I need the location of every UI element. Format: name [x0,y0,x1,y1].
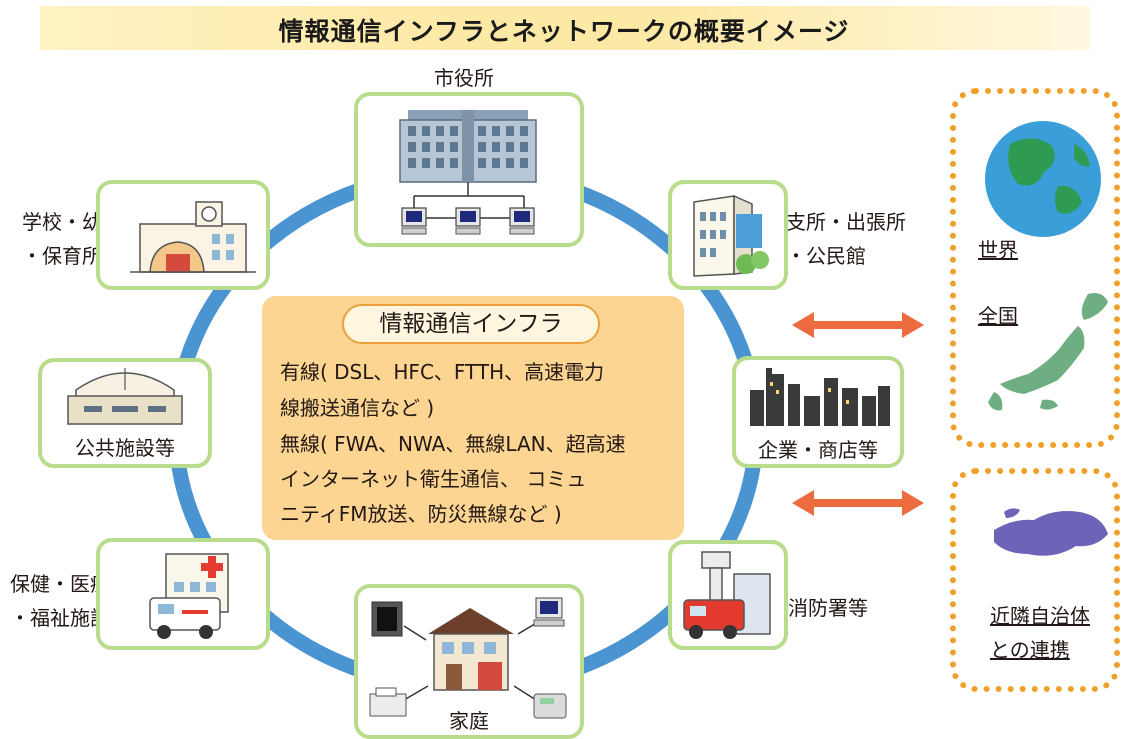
fire-station-node [668,540,788,650]
business-node: 企業・商店等 [732,356,904,468]
neighbors-link-line2[interactable]: との連携 [990,638,1070,662]
branch-label-line1: 支所・出張所 [786,210,906,234]
infra-line-5: ニティFM放送、防災無線など ) [280,502,562,526]
infra-line-1: 有線( DSL、HFC、FTTH、高速電力 [280,360,605,384]
hospital-ambulance-icon [149,553,229,639]
health-label-line1: 保健・医療 [10,572,110,596]
public-facility-label: 公共施設等 [75,436,175,460]
house-devices-icon [369,597,567,719]
world-national-frame [950,88,1120,448]
city-hall-label: 市役所 [434,66,494,90]
public-facility-icon [67,368,183,425]
health-node [96,538,270,650]
page-title: 情報通信インフラとネットワークの概要イメージ [278,17,850,46]
infra-line-3: 無線( FWA、NWA、無線LAN、超高速 [280,432,626,456]
home-node: 家庭 [354,584,584,739]
school-node [96,180,270,290]
arrow-to-neighbors [792,490,924,516]
city-hall-node [354,92,584,247]
world-link[interactable]: 世界 [978,238,1018,262]
public-facility-node: 公共施設等 [38,358,212,468]
infra-title: 情報通信インフラ [342,304,600,344]
fire-station-icon [683,551,771,639]
branch-building-icon [693,194,769,277]
infra-line-2: 線搬送通信など ) [280,396,435,420]
city-skyline-icon [750,368,890,426]
japan-map-icon [988,293,1108,411]
school-label-line2: ・保育所 [22,244,102,268]
title-band [40,6,1090,50]
business-label: 企業・商店等 [758,438,878,462]
office-building-icon [399,110,537,235]
branch-node [668,180,788,290]
globe-icon [985,121,1101,237]
school-icon [130,201,256,273]
home-label: 家庭 [449,709,489,733]
branch-label-line2: ・公民館 [786,244,866,268]
arrow-to-world-national [792,312,924,338]
regional-map-icon [994,508,1108,556]
national-link[interactable]: 全国 [978,304,1018,328]
neighbors-link-line1[interactable]: 近隣自治体 [990,604,1090,628]
infra-line-4: インターネット衛生通信、 コミュ [280,467,587,491]
fire-station-label: 消防署等 [788,596,868,620]
neighbors-frame [950,468,1120,692]
